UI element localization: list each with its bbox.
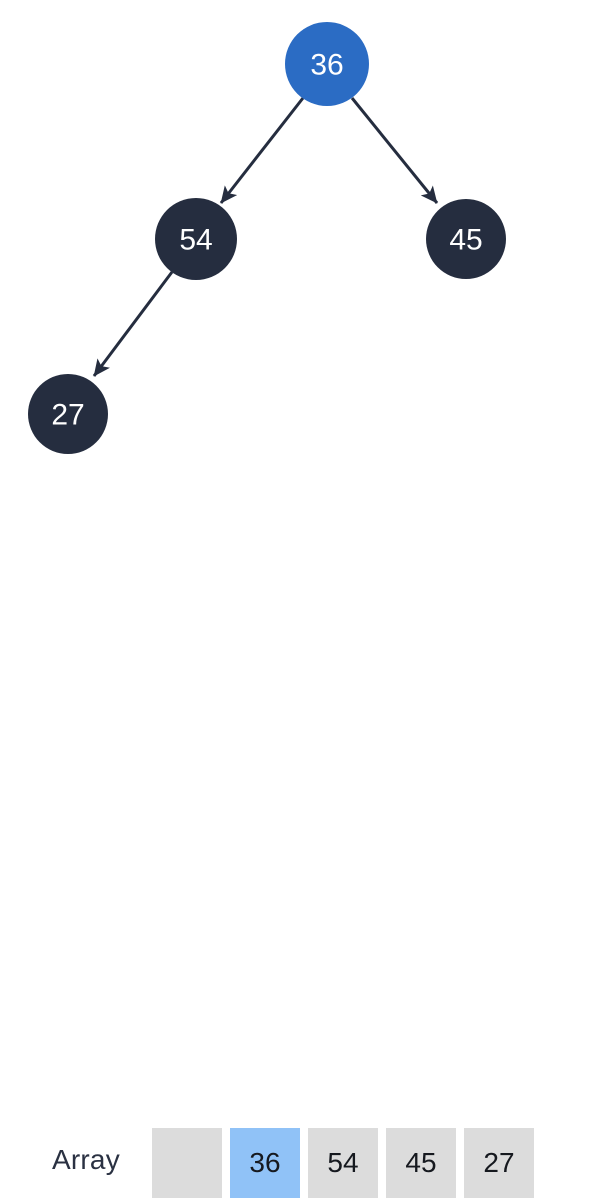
tree-node-36-circle[interactable] bbox=[285, 22, 369, 106]
tree-node-45-circle[interactable] bbox=[426, 199, 506, 279]
tree-node-54[interactable]: 54 bbox=[155, 198, 237, 280]
array-cell-list: 36 54 45 27 bbox=[152, 1128, 534, 1198]
array-cell-3[interactable]: 45 bbox=[386, 1128, 456, 1198]
edge-36-to-54 bbox=[219, 97, 305, 204]
tree-node-27[interactable]: 27 bbox=[28, 374, 108, 454]
tree-node-27-label: 27 bbox=[51, 399, 84, 432]
edge-36-to-45 bbox=[350, 97, 439, 204]
array-cell-0[interactable] bbox=[152, 1128, 222, 1198]
tree-node-45-label: 45 bbox=[449, 224, 482, 257]
tree-node-45[interactable]: 45 bbox=[426, 199, 506, 279]
array-label: Array bbox=[52, 1144, 120, 1175]
binary-tree-diagram: 36 54 45 27 bbox=[28, 22, 506, 454]
tree-node-54-label: 54 bbox=[179, 224, 212, 257]
array-cell-2[interactable]: 54 bbox=[308, 1128, 378, 1198]
array-cell-4[interactable]: 27 bbox=[464, 1128, 534, 1198]
tree-node-27-circle[interactable] bbox=[28, 374, 108, 454]
array-cell-1[interactable]: 36 bbox=[230, 1128, 300, 1198]
tree-node-54-circle[interactable] bbox=[155, 198, 237, 280]
edge-54-to-27 bbox=[92, 271, 174, 377]
tree-node-36[interactable]: 36 bbox=[285, 22, 369, 106]
tree-node-36-label: 36 bbox=[310, 49, 343, 82]
tree-nodes: 36 54 45 27 bbox=[28, 22, 506, 454]
visualization-stage: 36 54 45 27 Array 36 54 45 27 bbox=[0, 22, 608, 1198]
tree-edges bbox=[92, 97, 439, 377]
array-representation: Array 36 54 45 27 bbox=[0, 555, 608, 1198]
